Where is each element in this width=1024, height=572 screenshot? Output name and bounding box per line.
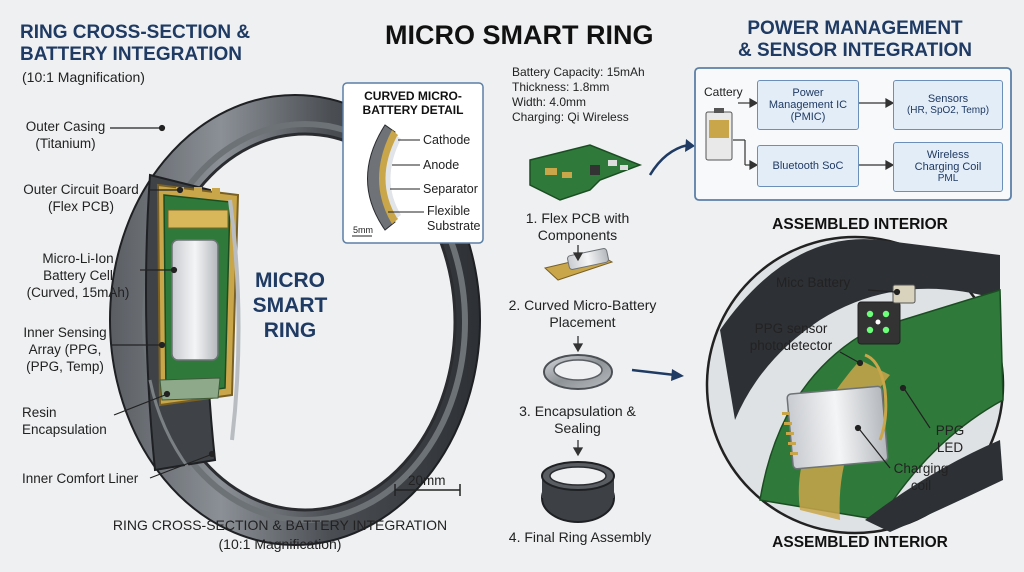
step1-flex-pcb [529,144,643,201]
sensors-box: Sensors (HR, SpO2, Temp) [893,80,1003,130]
ring-center-label: MICRO SMART RING [252,269,328,342]
callout-outer-circuit: Outer Circuit Board (Flex PCB) [23,182,139,214]
callout-resin: Resin Encapsulation [22,405,107,437]
step3-ring [543,354,613,390]
ring-caption-line1: RING CROSS-SECTION & BATTERY INTEGRATION [112,517,448,533]
ring-caption-line2: (10:1 Magnification) [218,536,342,552]
spec-thickness: Thickness: 1.8mm [512,80,610,94]
battery-detail-scale: 5mm [353,225,373,235]
battery-detail-panel [342,82,484,244]
assembled-title-bottom: ASSEMBLED INTERIOR [772,534,948,551]
label-micro-battery: Micc Battery [776,275,851,290]
label-ppg-led: PPG LED [935,423,965,455]
callout-outer-casing: Outer Casing (Titanium) [25,119,106,151]
step4-ring [541,461,615,523]
step2-battery [543,248,614,281]
left-title-line1: RING CROSS-SECTION & [20,22,251,43]
callout-comfort-liner: Inner Comfort Liner [22,471,139,486]
assembled-title-top: ASSEMBLED INTERIOR [772,216,948,233]
spec-charging: Charging: Qi Wireless [512,110,629,124]
callout-battery-cell: Micro-Li-Ion Battery Cell (Curved, 15mAh… [26,251,130,300]
callout-lines [110,124,216,479]
spec-capacity: Battery Capacity: 15mAh [512,65,645,79]
power-battery-graphic [705,108,733,161]
left-title-line2: BATTERY INTEGRATION [20,44,243,65]
step-2-label: 2. Curved Micro-Battery Placement [508,297,657,330]
pmic-box: Power Management IC (PMIC) [757,80,859,130]
scale-bar [394,484,461,496]
arrow-to-assembled [631,368,676,377]
step-4-label: 4. Final Ring Assembly [508,529,652,545]
label-substrate: Substrate [427,219,481,233]
scale-label: 20mm [408,473,446,488]
battery-detail-title: CURVED MICRO- BATTERY DETAIL [362,89,464,117]
step-1-label: 1. Flex PCB with Components [525,210,630,243]
label-cathode: Cathode [423,133,471,147]
spec-width: Width: 4.0mm [512,95,587,109]
left-subtitle: (10:1 Magnification) [22,69,145,85]
label-separator: Separator [423,182,478,196]
wireless-charging-box: Wireless Charging Coil PML [893,142,1003,192]
label-flexible: Flexible [427,204,471,218]
arrow-to-power [648,143,689,176]
label-anode: Anode [423,158,460,172]
main-title: MICRO SMART RING [385,20,654,50]
right-title-line2: & SENSOR INTEGRATION [738,40,972,61]
assembled-magnifier [705,235,1005,535]
bluetooth-box: Bluetooth SoC [757,145,859,187]
step-arrows [572,245,584,457]
callout-inner-sensing: Inner Sensing Array (PPG, (PPG, Temp) [23,325,107,374]
label-ppg-sensor: PPG sensor photodetector [749,321,833,353]
label-charging-coil: Charging coil [893,461,949,493]
assembled-leaders [839,288,931,469]
power-battery-label: Cattery [704,85,743,99]
right-title-line1: POWER MANAGEMENT [747,18,963,39]
spec-list: Battery Capacity: 15mAh Thickness: 1.8mm… [512,65,645,125]
power-connectors [733,97,895,171]
step-3-label: 3. Encapsulation & Sealing [519,403,636,436]
